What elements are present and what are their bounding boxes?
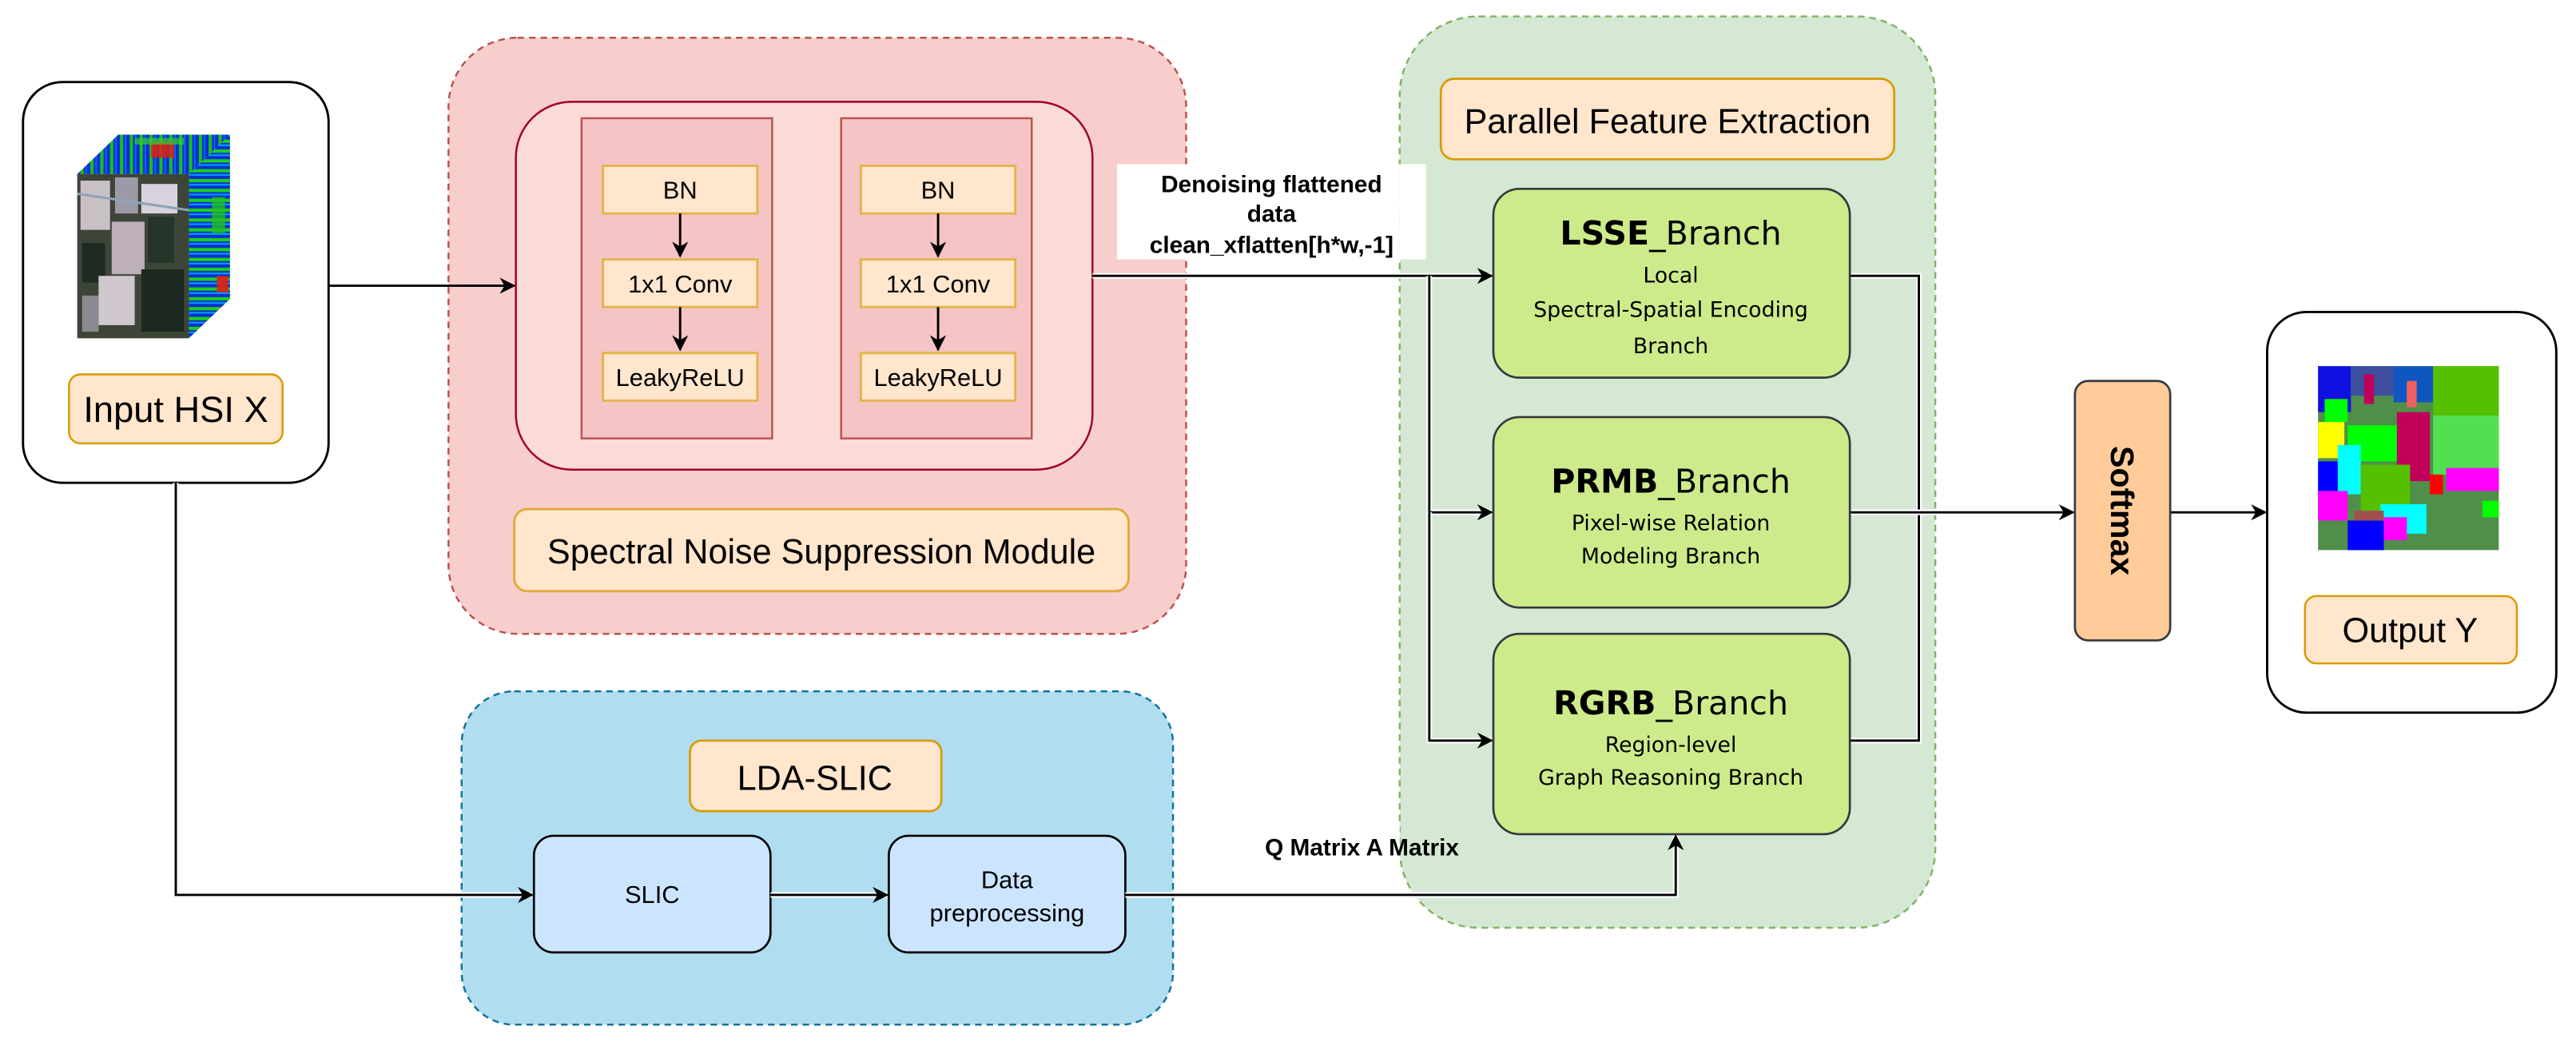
branch-abbr: RGRB (1553, 684, 1656, 722)
input-label: Input HSI X (83, 389, 268, 430)
output-panel: Output Y (2266, 311, 2558, 714)
branch-desc: Spectral-Spatial Encoding (1533, 298, 1808, 323)
branch-desc: Branch (1633, 334, 1708, 359)
branch-prmb: PRMB_Branch Pixel-wise Relation Modeling… (1492, 416, 1851, 609)
softmax-block: Softmax (2073, 380, 2172, 642)
bn-step: BN (663, 177, 698, 205)
conv-step: 1x1 Conv (886, 270, 991, 298)
branch-desc: Region-level (1605, 733, 1737, 758)
leakyrelu-step: LeakyReLU (873, 364, 1002, 392)
branch-desc: Modeling Branch (1581, 544, 1760, 569)
flatten-annotation-line2: data (1247, 201, 1297, 227)
lda-slic-module: LDA-SLIC SLIC Data preprocessing (460, 690, 1175, 1026)
svg-text:RGRB_Branch: RGRB_Branch (1553, 684, 1788, 722)
hyperspectral-cube-image (77, 134, 230, 339)
input-panel: Input HSI X (22, 81, 330, 484)
svg-text:LSSE_Branch: LSSE_Branch (1560, 214, 1781, 253)
slic-step: SLIC (625, 881, 680, 909)
branch-abbr: PRMB (1551, 462, 1658, 500)
svg-text:PRMB_Branch: PRMB_Branch (1551, 462, 1791, 500)
softmax-label: Softmax (2104, 446, 2141, 575)
leakyrelu-step: LeakyReLU (616, 364, 745, 392)
branch-lsse: LSSE_Branch Local Spectral-Spatial Encod… (1492, 187, 1851, 379)
matrix-annotation: Q Matrix A Matrix (1235, 825, 1459, 865)
matrix-annotation-text: Q Matrix A Matrix (1265, 835, 1459, 861)
noise-module-label: Spectral Noise Suppression Module (547, 533, 1095, 571)
spectral-noise-suppression-module: BN 1x1 Conv LeakyReLU BN 1x1 Conv LeakyR… (447, 37, 1187, 635)
branch-desc: Local (1643, 263, 1698, 288)
flatten-annotation-line1: Denoising flattened (1161, 171, 1382, 197)
branch-suffix: _Branch (1655, 684, 1788, 722)
branch-rgrb: RGRB_Branch Region-level Graph Reasoning… (1492, 632, 1851, 836)
output-label: Output Y (2343, 611, 2479, 650)
branch-suffix: _Branch (1657, 462, 1791, 500)
branch-suffix: _Branch (1648, 214, 1782, 253)
conv-block-1: BN 1x1 Conv LeakyReLU (580, 117, 773, 439)
conv-step: 1x1 Conv (628, 270, 733, 298)
branch-desc: Pixel-wise Relation (1572, 511, 1770, 536)
conv-block-2: BN 1x1 Conv LeakyReLU (840, 117, 1033, 439)
connectors (173, 268, 2268, 904)
branch-abbr: LSSE (1560, 214, 1649, 253)
preprocessing-step-line2: preprocessing (930, 899, 1085, 927)
preprocessing-step-line1: Data (981, 866, 1034, 894)
lda-slic-label: LDA-SLIC (737, 759, 892, 797)
flatten-annotation: Denoising flattened data clean_xflatten[… (1117, 164, 1426, 260)
classification-map-image (2318, 366, 2499, 551)
bn-step: BN (921, 177, 956, 205)
flatten-annotation-line3: clean_xflatten[h*w,-1] (1150, 232, 1393, 258)
parallel-label: Parallel Feature Extraction (1465, 102, 1871, 141)
branch-desc: Graph Reasoning Branch (1538, 766, 1803, 790)
